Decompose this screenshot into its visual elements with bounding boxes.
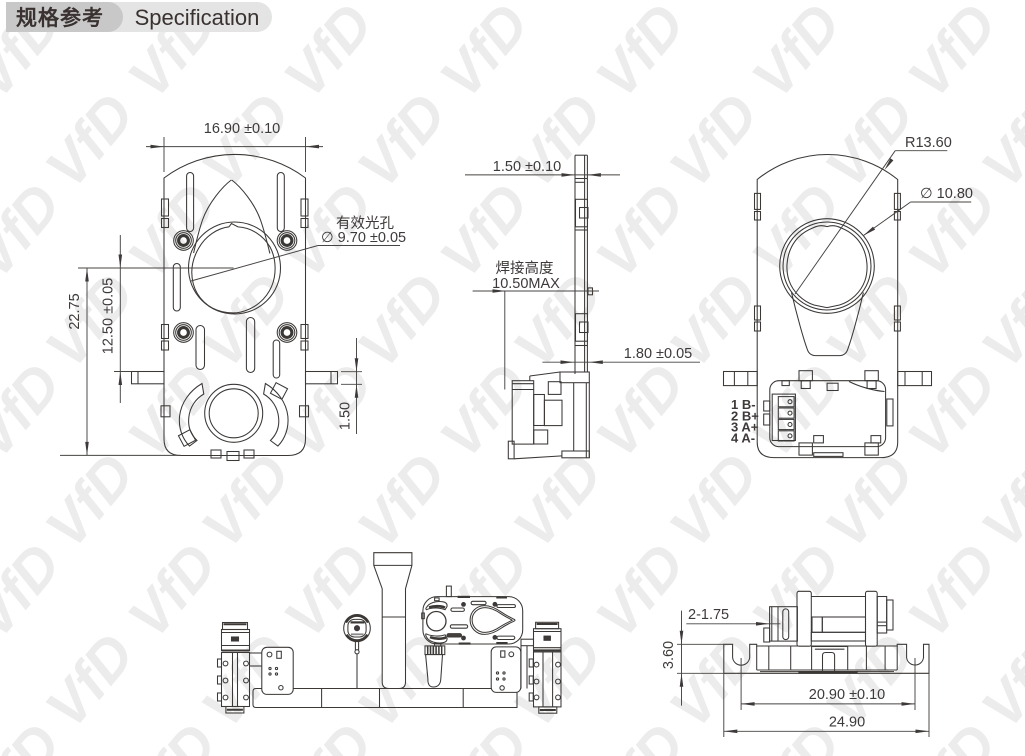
svg-text:16.90 ±0.10: 16.90 ±0.10 xyxy=(204,121,281,137)
svg-text:2-1.75: 2-1.75 xyxy=(688,607,729,623)
svg-text:1.50: 1.50 xyxy=(338,402,354,430)
svg-text:3 A+: 3 A+ xyxy=(731,420,759,435)
svg-text:1 B-: 1 B- xyxy=(731,397,756,412)
svg-text:4 A-: 4 A- xyxy=(731,431,755,446)
svg-text:规格参考: 规格参考 xyxy=(16,6,104,30)
svg-text:Specification: Specification xyxy=(135,5,260,30)
svg-text:∅ 9.70 ±0.05: ∅ 9.70 ±0.05 xyxy=(321,230,406,246)
svg-text:10.50MAX: 10.50MAX xyxy=(492,276,560,292)
svg-text:22.75: 22.75 xyxy=(67,293,83,329)
svg-text:焊接高度: 焊接高度 xyxy=(496,260,554,277)
svg-text:12.50 ±0.05: 12.50 ±0.05 xyxy=(101,278,117,355)
svg-text:1.80 ±0.05: 1.80 ±0.05 xyxy=(624,346,692,362)
svg-text:∅ 10.80: ∅ 10.80 xyxy=(920,186,973,202)
svg-text:24.90: 24.90 xyxy=(829,715,865,731)
svg-text:2 B+: 2 B+ xyxy=(731,409,759,424)
svg-text:1.50 ±0.10: 1.50 ±0.10 xyxy=(493,159,561,175)
svg-text:R13.60: R13.60 xyxy=(905,135,952,151)
svg-text:有效光孔: 有效光孔 xyxy=(336,215,394,232)
svg-text:20.90 ±0.10: 20.90 ±0.10 xyxy=(809,687,886,703)
svg-text:3.60: 3.60 xyxy=(661,641,677,669)
